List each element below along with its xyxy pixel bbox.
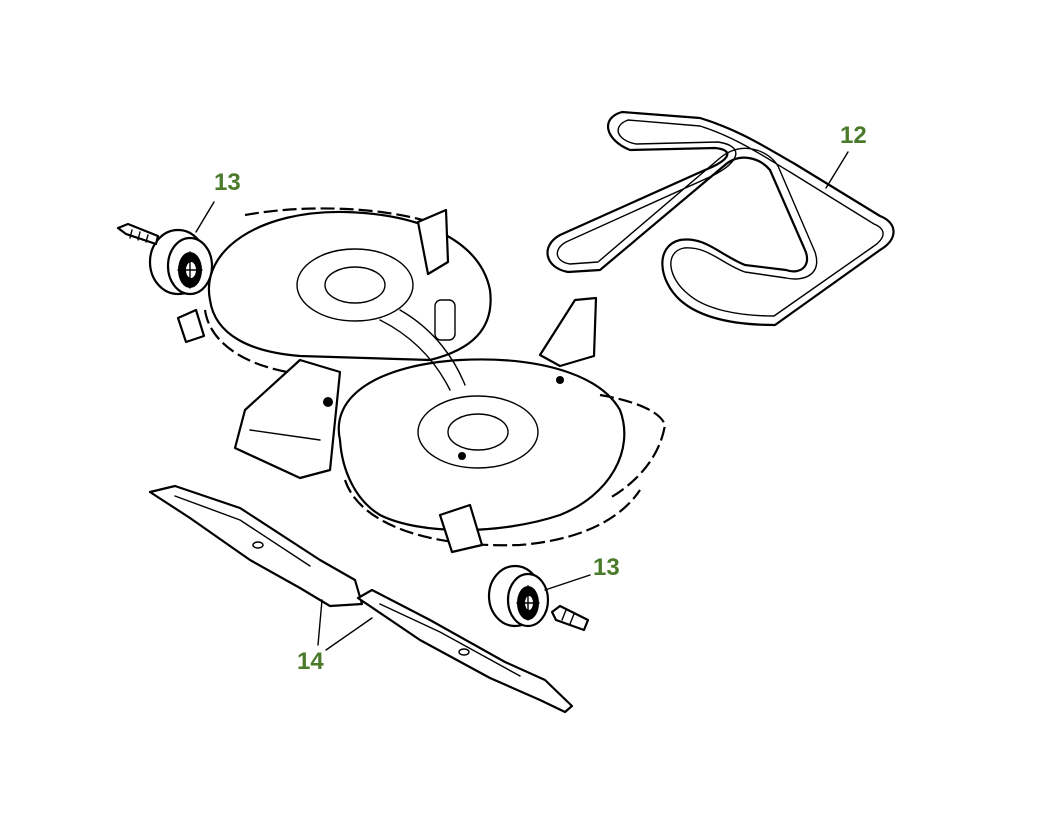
callout-13-upper: 13 — [214, 169, 241, 196]
gauge-wheel-upper — [148, 228, 214, 296]
callout-12: 12 — [840, 122, 867, 149]
wheel-bolt-upper — [116, 222, 160, 246]
mower-blades — [148, 484, 574, 714]
callout-13-lower: 13 — [593, 554, 620, 581]
gauge-wheel-lower — [487, 564, 550, 628]
callout-14: 14 — [297, 648, 324, 675]
drive-belt — [546, 110, 895, 327]
mower-deck — [176, 207, 667, 554]
leader-lines — [195, 151, 849, 651]
wheel-bolt-lower — [550, 604, 590, 632]
